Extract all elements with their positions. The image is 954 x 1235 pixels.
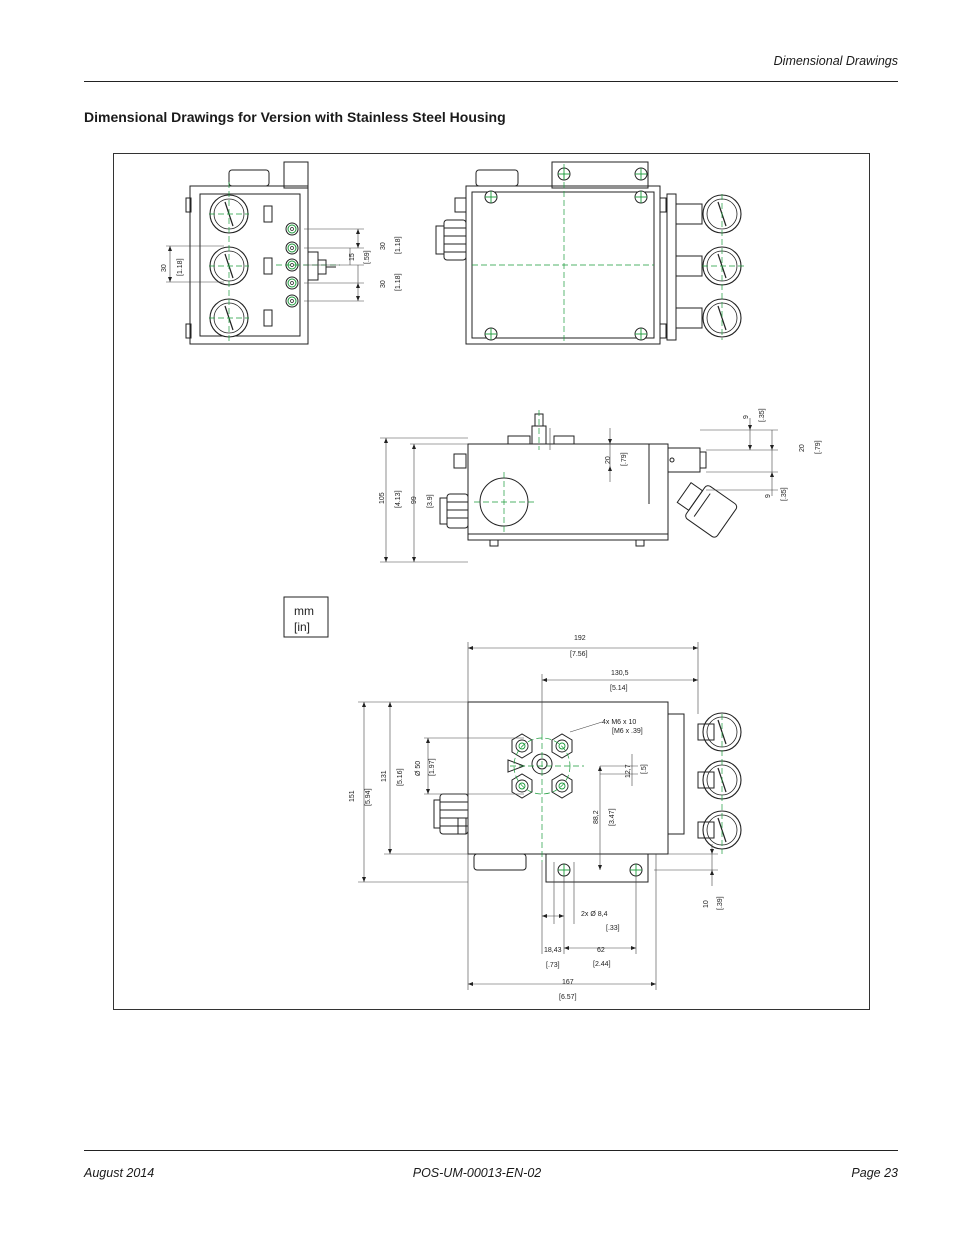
dim-594: [5.94] xyxy=(365,788,372,806)
dim-39b: [.39] xyxy=(717,896,724,910)
dim-514: [5.14] xyxy=(610,685,628,692)
dim-118b: [1.18] xyxy=(395,236,402,254)
page-title: Dimensional Drawings for Version with St… xyxy=(84,109,506,125)
dim-347: [3.47] xyxy=(609,808,616,826)
dim-side-35b: [.35] xyxy=(781,487,788,501)
header-rule xyxy=(84,81,898,82)
view-front-left xyxy=(185,161,336,345)
dim-127: 12,7 xyxy=(625,764,632,778)
dim-516: [5.16] xyxy=(397,768,404,786)
thread-spec: 4x M6 x 10 xyxy=(602,719,636,726)
dim-side-9b: 9 xyxy=(765,494,772,498)
drawing-frame: 30 [1.18] 30 [1.18] 15 [.59] 30 [1.18] 9… xyxy=(113,153,870,1010)
units-mm: mm xyxy=(294,604,314,618)
dim-side-39: [3.9] xyxy=(427,494,434,508)
dim-dia50: Ø 50 xyxy=(415,761,422,776)
dim-side-79b: [.79] xyxy=(815,440,822,454)
footer-rule xyxy=(84,1150,898,1151)
hole-spec-in: [.33] xyxy=(606,925,620,932)
dim-59: [.59] xyxy=(364,250,371,264)
footer-doc-id: POS-UM-00013-EN-02 xyxy=(412,1166,542,1180)
dim-167: 167 xyxy=(562,979,574,986)
dim-10: 10 xyxy=(703,900,710,908)
dim-62: 62 xyxy=(597,947,605,954)
dim-118a: [1.18] xyxy=(177,258,184,276)
dim-73: [.73] xyxy=(546,962,560,969)
dim-side-20b: 20 xyxy=(799,444,806,452)
dim-151: 151 xyxy=(349,790,356,802)
section-header: Dimensional Drawings xyxy=(773,54,898,68)
view-side xyxy=(439,413,738,547)
footer-date: August 2014 xyxy=(84,1166,155,1180)
dim-side-99: 99 xyxy=(411,496,418,504)
dim-side-20a: 20 xyxy=(605,456,612,464)
dim-1843: 18,43 xyxy=(544,947,562,954)
units-in: [in] xyxy=(294,620,310,634)
dimensional-drawing: 30 [1.18] 30 [1.18] 15 [.59] 30 [1.18] 9… xyxy=(161,161,822,1001)
dim-244: [2.44] xyxy=(593,961,611,968)
dim-1305: 130,5 xyxy=(611,670,629,677)
dim-131: 131 xyxy=(381,770,388,782)
dim-15: 15 xyxy=(349,253,356,261)
dim-756: [7.56] xyxy=(570,651,588,658)
view-bottom xyxy=(433,701,742,883)
dim-657: [6.57] xyxy=(559,994,577,1001)
dim-197: [1.97] xyxy=(429,758,436,776)
dim-30c: 30 xyxy=(380,280,387,288)
dim-side-413: [4.13] xyxy=(395,490,402,508)
hole-spec: 2x Ø 8,4 xyxy=(581,911,608,918)
view-rear xyxy=(435,161,742,345)
dim-side-9a: 9 xyxy=(743,415,750,419)
dim-30a: 30 xyxy=(161,264,168,272)
dim-5: [.5] xyxy=(641,764,648,774)
dim-192: 192 xyxy=(574,635,586,642)
dim-side-105: 105 xyxy=(379,492,386,504)
thread-spec-in: [M6 x .39] xyxy=(612,728,643,735)
dim-118c: [1.18] xyxy=(395,273,402,291)
dim-30b: 30 xyxy=(380,242,387,250)
dim-side-79a: [.79] xyxy=(621,452,628,466)
dim-side-35a: [.35] xyxy=(759,408,766,422)
footer-page-number: Page 23 xyxy=(851,1166,898,1180)
dim-882: 88,2 xyxy=(593,810,600,824)
